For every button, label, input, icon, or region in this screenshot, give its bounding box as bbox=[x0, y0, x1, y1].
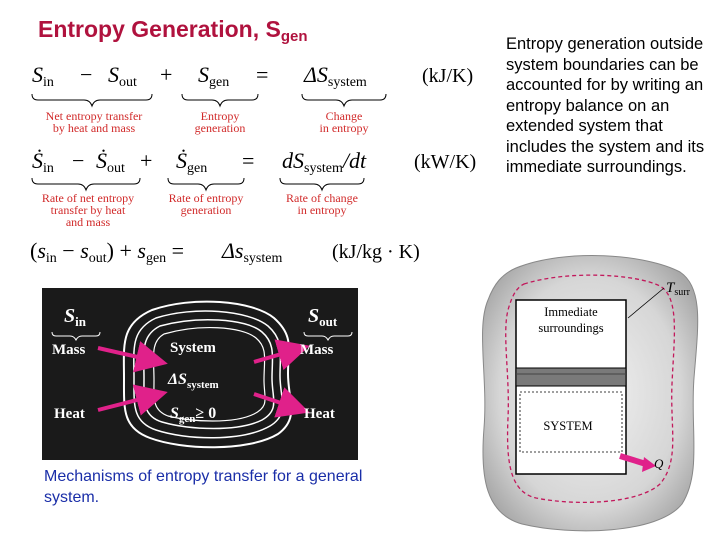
equation-1: Sin − Sout + Sgen = ΔSsystem (kJ/K) Net … bbox=[31, 62, 473, 135]
side-description: Entropy generation outside system bounda… bbox=[506, 35, 705, 176]
heat-left-label: Heat bbox=[54, 406, 85, 422]
heat-arrowhead bbox=[642, 457, 656, 472]
arrow-mass-out bbox=[253, 339, 310, 371]
eq2-label-change-1: Rate of change bbox=[286, 191, 358, 205]
equation-2: Ṡin − Ṡout + Ṡgen = dSsystem/dt (kW/K) R… bbox=[31, 148, 476, 229]
extended-system-boundary bbox=[505, 274, 676, 504]
mass-right-label: Mass bbox=[300, 342, 333, 358]
boundary-outer-1 bbox=[122, 300, 293, 449]
eq1-label-change-1: Change bbox=[326, 109, 363, 123]
eq2-brace-gen bbox=[167, 177, 245, 192]
eq1-s-in: Sin bbox=[32, 62, 54, 90]
eq3-unit: (kJ/kg · K) bbox=[332, 241, 420, 263]
heat-right-label: Heat bbox=[304, 406, 335, 422]
immediate-label-1: Immediate bbox=[544, 305, 598, 319]
s-gen-label: Sgen≥ 0 bbox=[170, 405, 216, 425]
eq2-brace-net bbox=[31, 177, 141, 192]
s-in-brace bbox=[51, 331, 101, 342]
equation-3: (sin − sout) + sgen = Δssystem (kJ/kg · … bbox=[30, 238, 420, 266]
mechanism-panel-background bbox=[42, 288, 358, 460]
eq1-label-net-2: by heat and mass bbox=[53, 121, 136, 135]
eq1-equals: = bbox=[256, 62, 268, 87]
entropy-equations: Sin − Sout + Sgen = ΔSsystem (kJ/K) Net … bbox=[30, 62, 476, 266]
eq2-label-net-2: transfer by heat bbox=[51, 203, 126, 217]
title-subscript: gen bbox=[280, 28, 308, 45]
eq2-label-gen-2: generation bbox=[181, 203, 232, 217]
t-surr-label: Tsurr bbox=[666, 280, 691, 298]
mass-left-label: Mass bbox=[52, 342, 85, 358]
eq3-lhs: (sin − sout) + sgen = bbox=[30, 238, 184, 266]
system-label: System bbox=[170, 340, 216, 356]
delta-s-system-label: ΔSsystem bbox=[167, 371, 219, 391]
eq1-label-gen-2: generation bbox=[195, 121, 246, 135]
eq2-unit: (kW/K) bbox=[414, 151, 476, 173]
arrow-heat-in bbox=[97, 384, 168, 416]
arrow-heat-out bbox=[253, 387, 310, 418]
eq1-label-gen-1: Entropy bbox=[201, 109, 240, 123]
figure-caption: Mechanisms of entropy transfer for a gen… bbox=[44, 468, 363, 506]
eq1-delta-s: ΔSsystem bbox=[303, 62, 367, 90]
boundary-outer-2 bbox=[133, 310, 284, 439]
eq2-brace-change bbox=[279, 177, 365, 192]
eq3-rhs: Δssystem bbox=[221, 238, 282, 266]
piston bbox=[515, 367, 627, 387]
eq2-minus: − bbox=[72, 148, 84, 173]
eq2-s-out-dot: Ṡout bbox=[96, 148, 125, 176]
eq2-label-gen-1: Rate of entropy bbox=[169, 191, 244, 205]
eq1-s-out: Sout bbox=[108, 62, 137, 90]
eq1-minus: − bbox=[80, 62, 92, 87]
eq2-s-in-dot: Ṡin bbox=[32, 148, 54, 176]
cylinder bbox=[515, 299, 627, 475]
extended-system-figure: Tsurr Immediate surroundings SYSTEM Q bbox=[482, 255, 699, 532]
eq1-brace-change bbox=[301, 93, 387, 108]
eq2-label-net-3: and mass bbox=[66, 215, 111, 229]
eq1-label-net-1: Net entropy transfer bbox=[46, 109, 143, 123]
system-dashed-box bbox=[519, 391, 623, 453]
eq1-brace-net bbox=[31, 93, 153, 108]
q-label: Q bbox=[654, 456, 664, 471]
eq2-equals: = bbox=[242, 148, 254, 173]
t-surr-leader bbox=[627, 287, 665, 319]
heat-arrow bbox=[619, 453, 647, 467]
eq1-unit: (kJ/K) bbox=[422, 65, 473, 87]
title-main: Entropy Generation, S bbox=[38, 16, 281, 42]
s-out-brace bbox=[303, 331, 353, 342]
eq2-s-gen-dot: Ṡgen bbox=[176, 148, 207, 176]
immediate-label-2: surroundings bbox=[538, 321, 603, 335]
s-in-label: Sin bbox=[64, 305, 87, 329]
eq1-s-gen: Sgen bbox=[198, 62, 229, 90]
eq2-label-net-1: Rate of net entropy bbox=[42, 191, 134, 205]
boundary-inner-2 bbox=[152, 327, 266, 422]
page-title: Entropy Generation, Sgen bbox=[38, 16, 308, 45]
eq2-rhs: dSsystem/dt bbox=[282, 148, 367, 176]
eq1-plus: + bbox=[160, 62, 172, 87]
boundary-inner-1 bbox=[142, 319, 275, 430]
eq1-label-change-2: in entropy bbox=[320, 121, 369, 135]
mechanism-figure: Sin Sout Mass Mass Heat Heat System ΔSsy… bbox=[42, 288, 358, 460]
eq2-plus: + bbox=[140, 148, 152, 173]
eq2-label-change-2: in entropy bbox=[298, 203, 347, 217]
eq1-brace-gen bbox=[181, 93, 259, 108]
system-box-label: SYSTEM bbox=[543, 419, 592, 433]
arrow-mass-in bbox=[97, 341, 168, 373]
s-out-label: Sout bbox=[308, 305, 338, 329]
